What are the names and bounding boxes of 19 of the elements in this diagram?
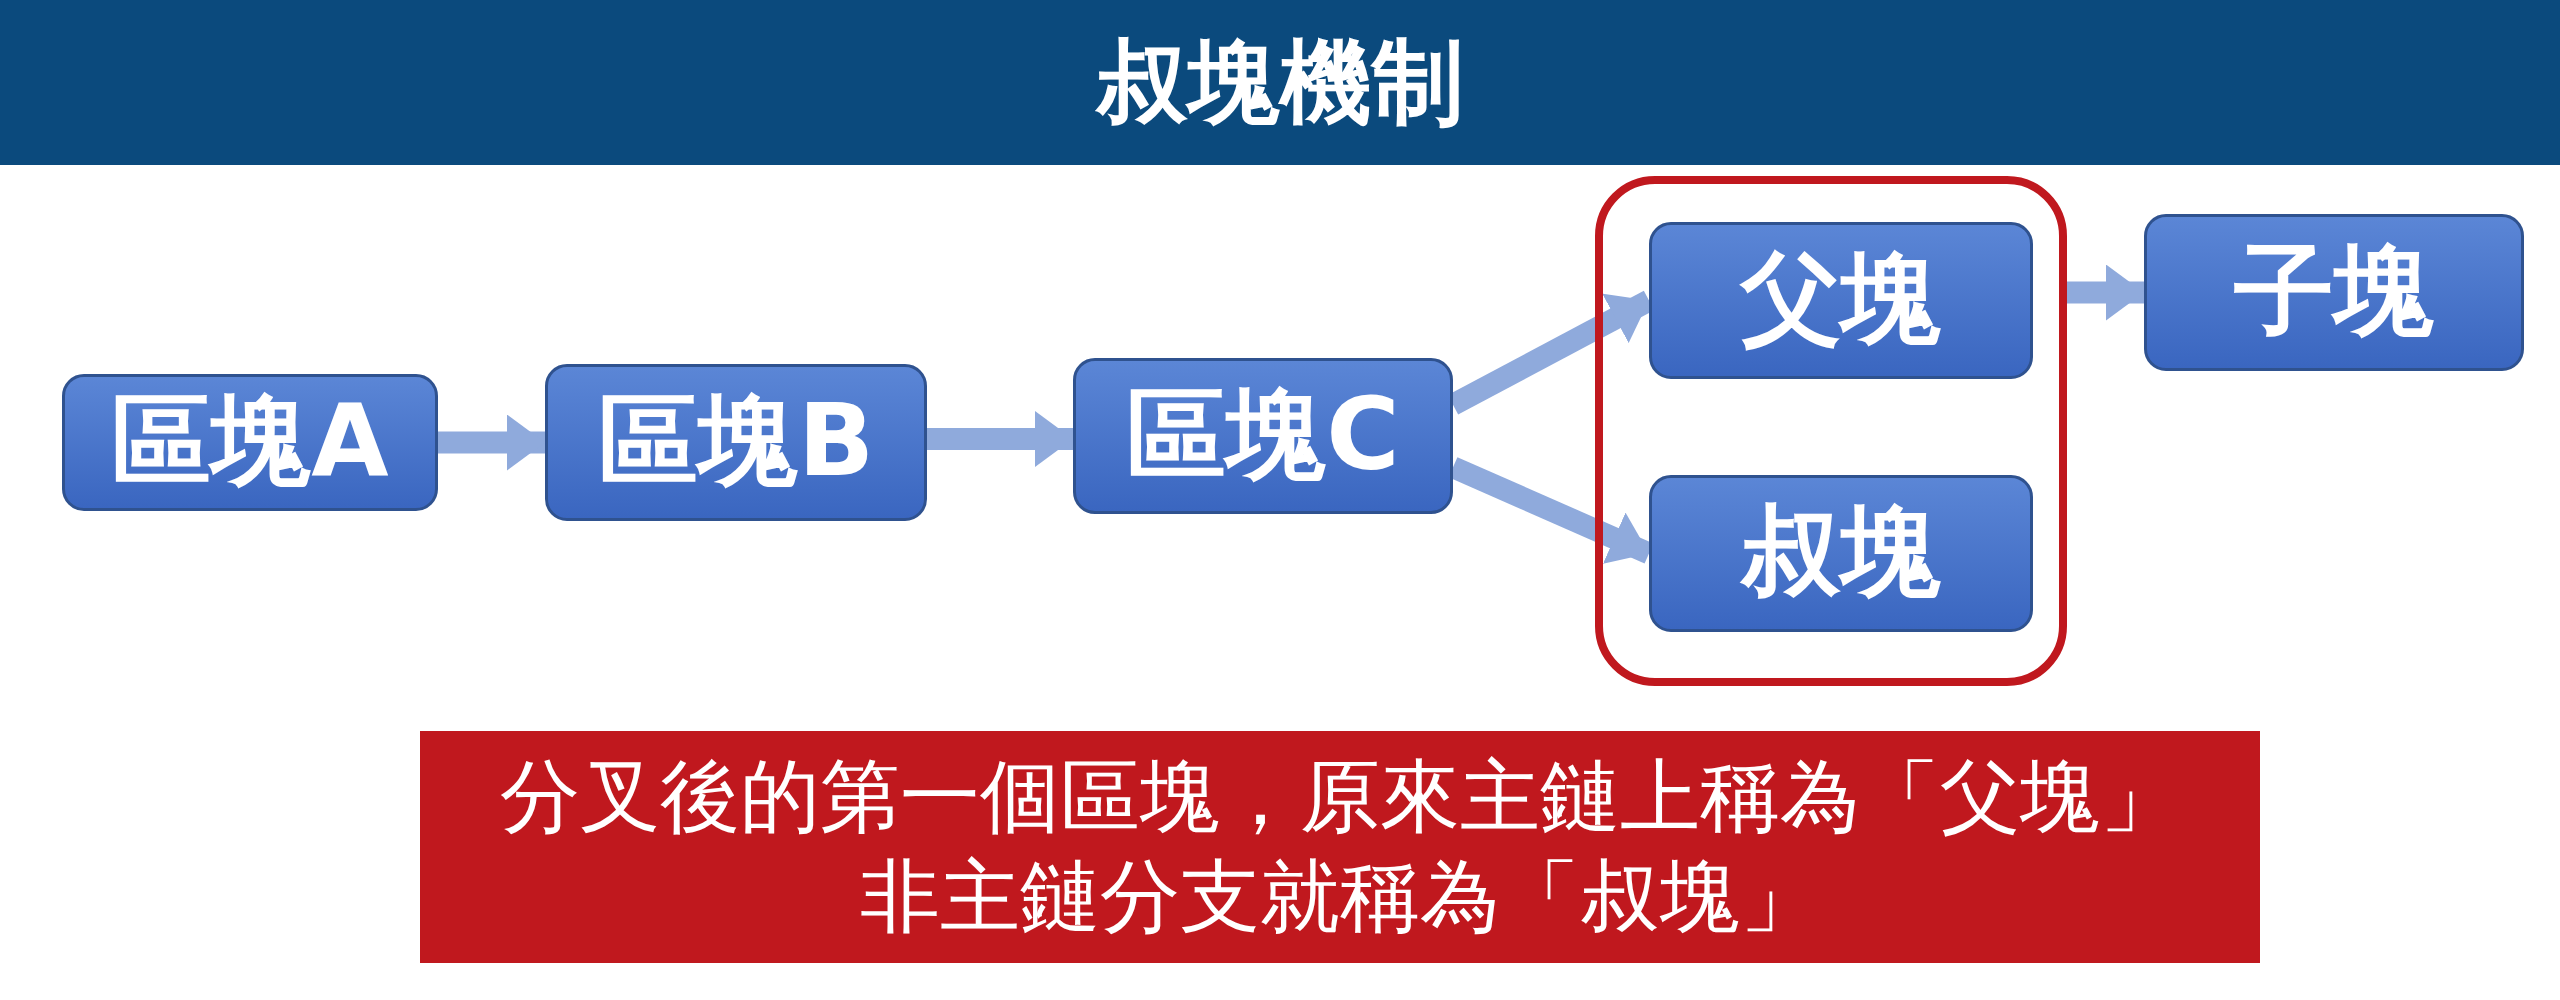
block-label: 子塊 [2234,231,2434,351]
note-text: 分叉後的第一個區塊，原來主鏈上稱為「父塊」非主鏈分支就稱為「叔塊」 [499,749,2181,945]
arrow [927,411,1073,467]
block-box [2144,214,2524,371]
block-label: 叔塊 [1741,492,1941,612]
note-box [420,731,2260,963]
block-box [62,374,438,511]
arrow [438,414,545,471]
block-box [1649,222,2033,379]
block-label: 父塊 [1741,239,1941,359]
block-label: 區塊C [1126,374,1400,495]
block-box [1073,358,1453,514]
group-frame [1595,176,2067,686]
arrow [2067,264,2144,321]
title: 叔塊機制 [1096,36,1464,129]
block-label: 區塊B [597,381,875,501]
block-box [1649,475,2033,632]
block-label: 區塊A [111,381,389,501]
block-box [545,364,927,521]
